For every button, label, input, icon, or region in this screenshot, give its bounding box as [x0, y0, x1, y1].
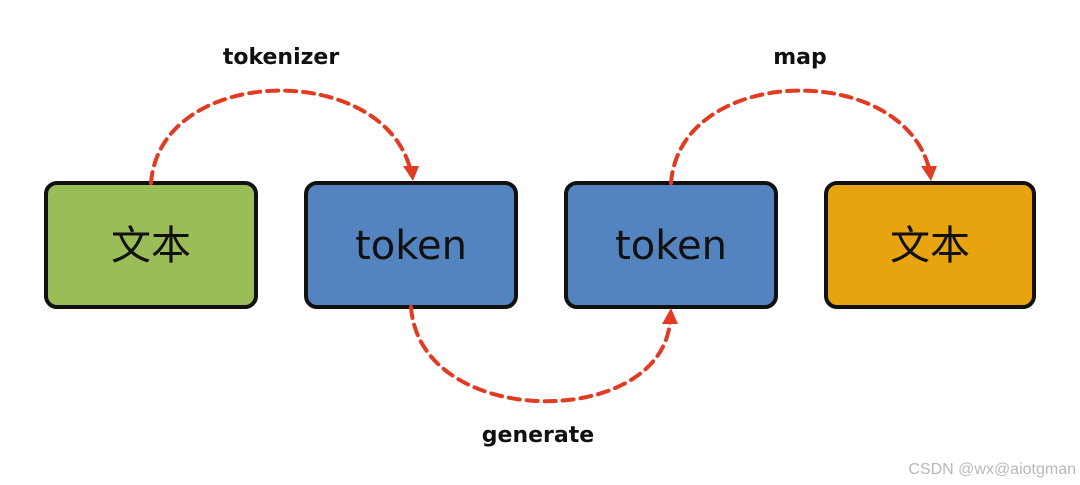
edge-map-arc — [669, 88, 931, 185]
node-token-2-label: token — [615, 223, 727, 269]
edge-tokenizer-label: tokenizer — [223, 45, 340, 70]
edge-tokenizer-arc — [149, 88, 412, 185]
node-text-output: 文本 — [824, 181, 1036, 309]
node-token-2: token — [564, 181, 778, 309]
edge-map: map — [669, 45, 937, 185]
node-token-1: token — [304, 181, 518, 309]
node-token-1-label: token — [355, 223, 467, 269]
edge-map-label: map — [773, 45, 827, 70]
edge-generate: generate — [409, 305, 678, 448]
edge-generate-label: generate — [482, 423, 594, 448]
node-text-output-box — [824, 181, 1036, 309]
edge-map-arrowhead-icon — [921, 166, 937, 181]
node-text-output-label: 文本 — [890, 223, 970, 269]
edge-generate-arc — [409, 305, 672, 404]
watermark: CSDN @wx@aiotgman — [908, 461, 1076, 478]
edge-tokenizer-arrowhead-icon — [403, 166, 419, 181]
edge-tokenizer: tokenizer — [149, 45, 419, 185]
node-text-input-label: 文本 — [111, 223, 191, 269]
edge-generate-arrowhead-icon — [662, 308, 678, 324]
node-text-input: 文本 — [44, 181, 258, 309]
